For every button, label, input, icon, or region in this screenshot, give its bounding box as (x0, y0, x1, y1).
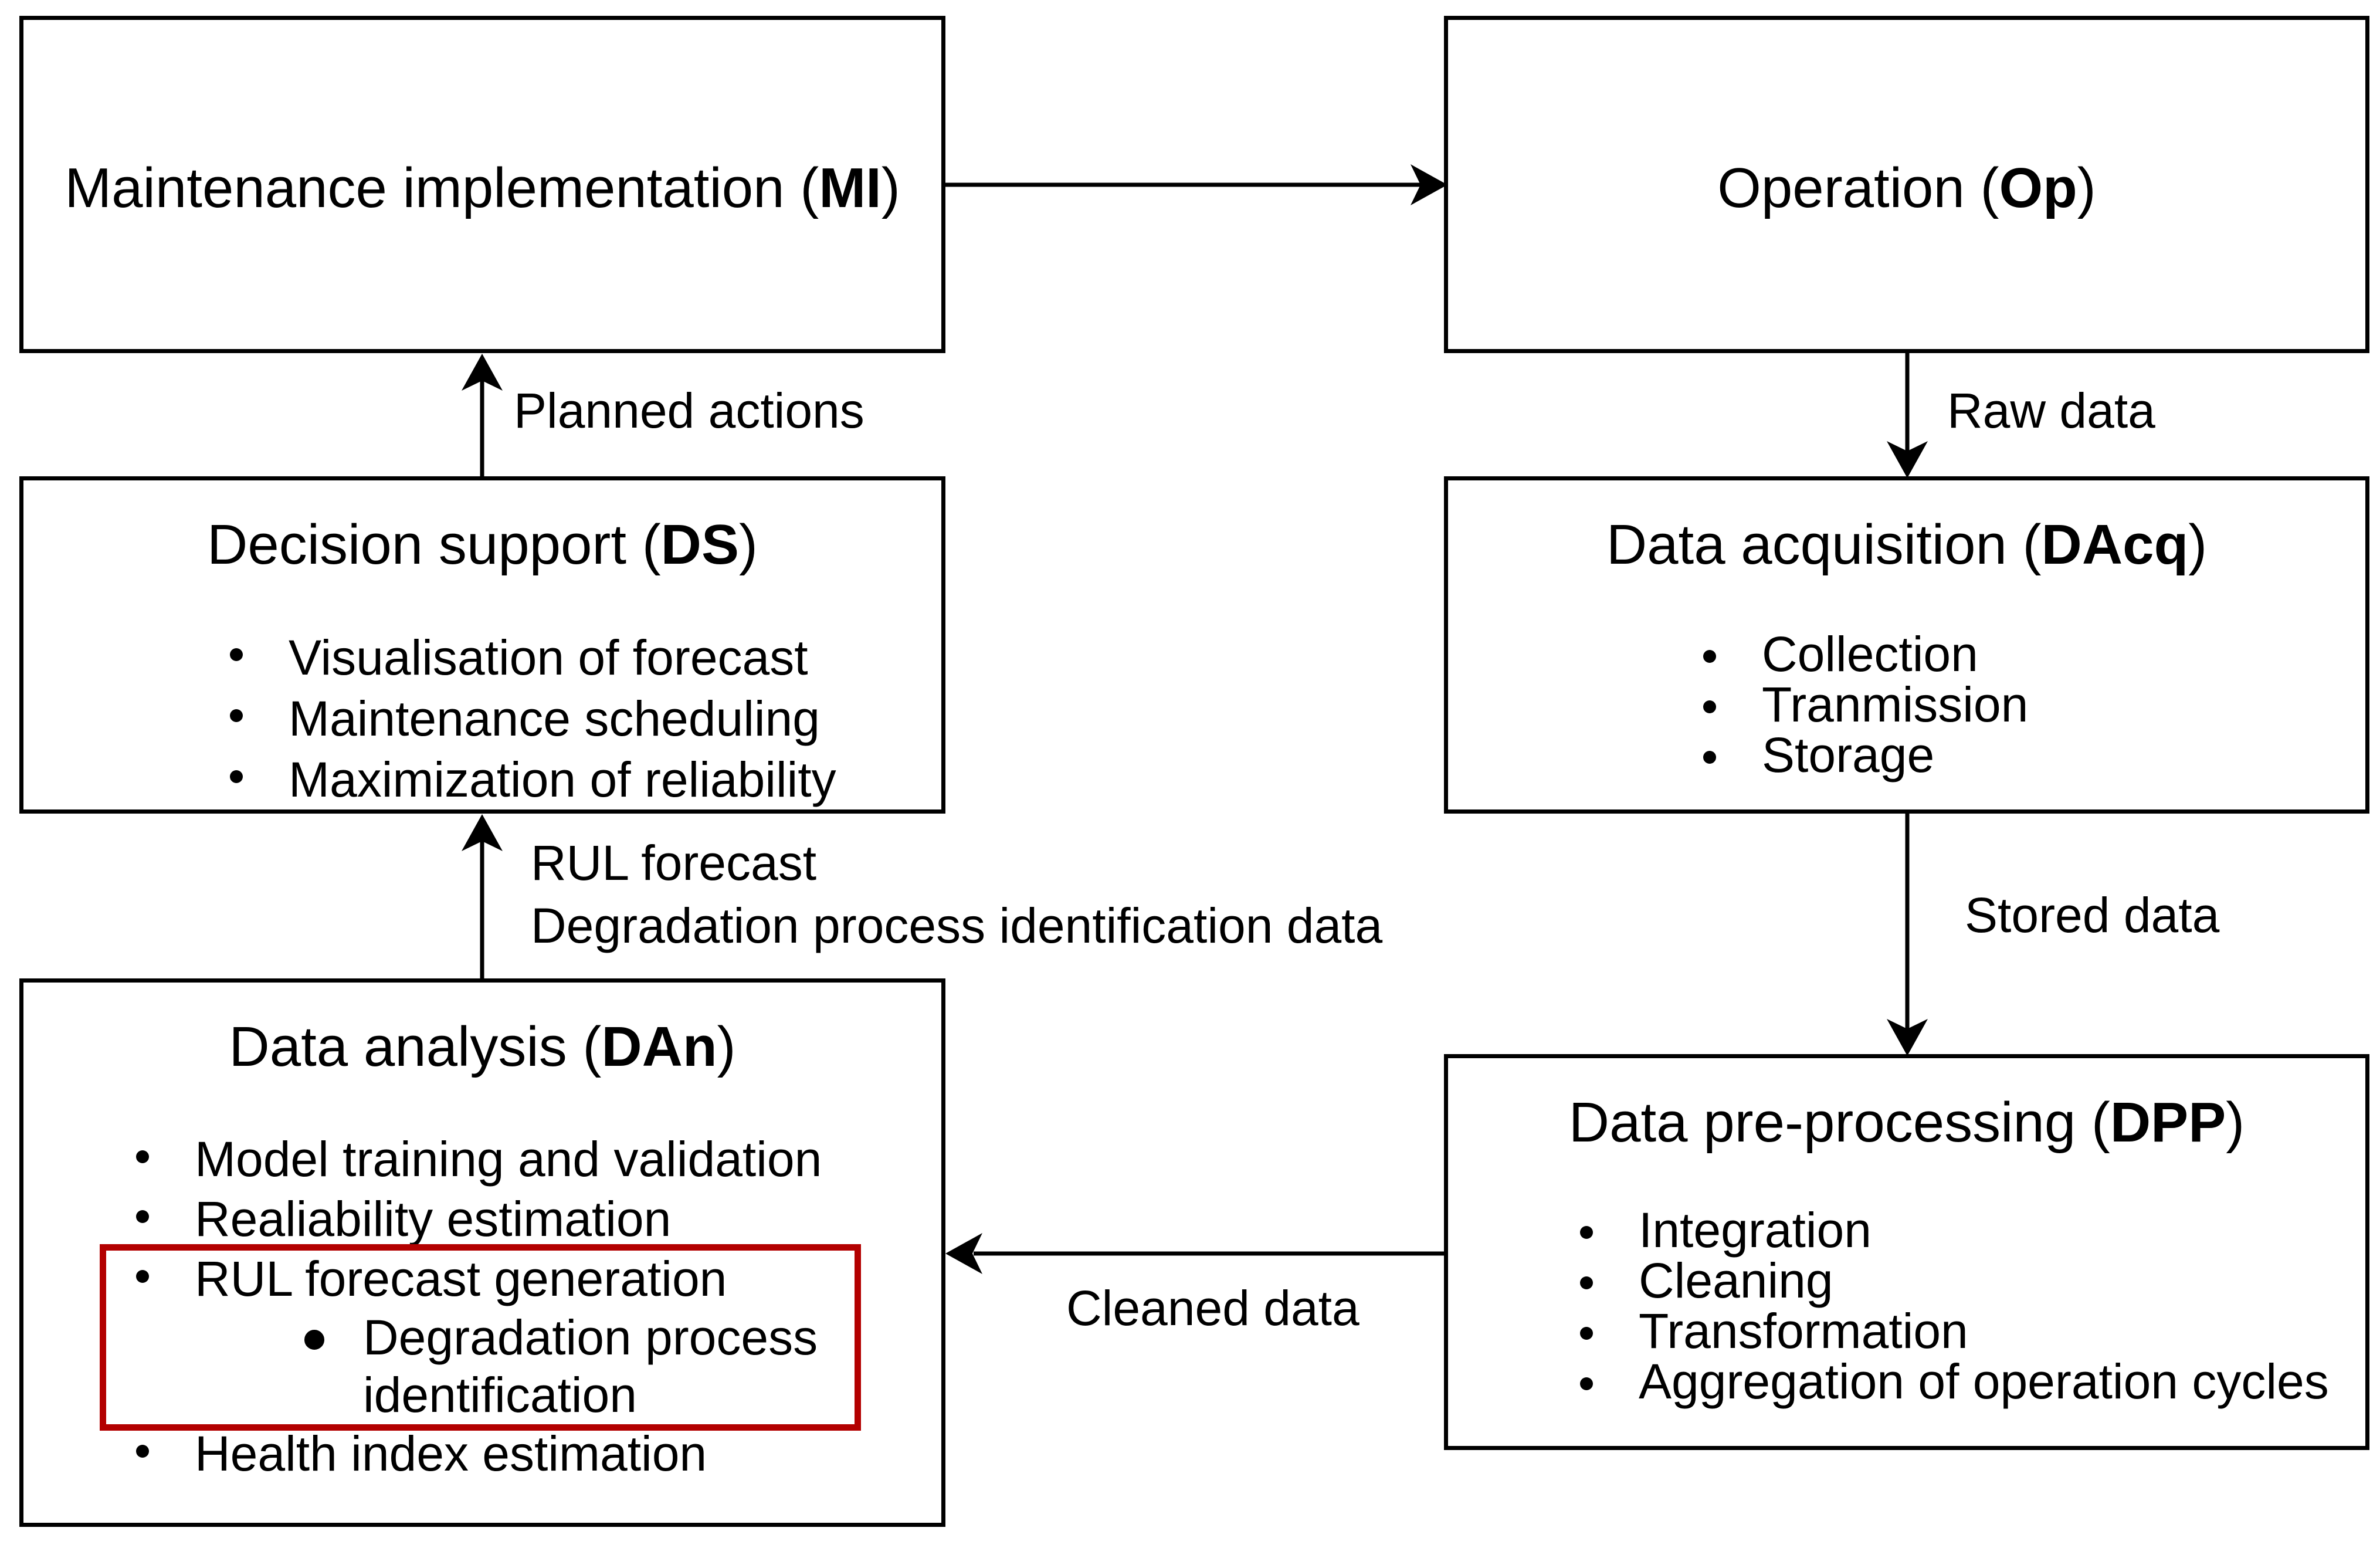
list-item: Integration (1580, 1205, 2329, 1255)
bullet-icon (1703, 700, 1716, 713)
list-item: Collection (1703, 629, 2028, 679)
bullet-icon (1580, 1377, 1593, 1390)
arrowhead-op (1411, 164, 1447, 205)
hollow-bullet-icon (304, 1330, 324, 1350)
dpp-items: Integration Cleaning Transformation Aggr… (1580, 1205, 2329, 1407)
box-decision-support: Decision support (DS) Visualisation of f… (19, 476, 945, 814)
dan-items: Model training and validation Realiabili… (136, 1129, 822, 1483)
arrowhead-ds (462, 814, 503, 851)
list-item: Aggregation of operation cycles (1580, 1356, 2329, 1407)
bullet-icon (136, 1210, 149, 1223)
list-item: Health index estimation (136, 1424, 822, 1483)
list-item: Tranmission (1703, 679, 2028, 730)
bullet-icon (1703, 751, 1716, 764)
arrowhead-dan (945, 1233, 982, 1274)
box-operation: Operation (Op) (1444, 16, 2369, 353)
box-title: Maintenance implementation (MI) (65, 157, 900, 219)
label-rul-forecast: RUL forecast (531, 835, 817, 890)
list-item: Maintenance scheduling (230, 688, 836, 749)
bullet-icon (136, 1270, 149, 1283)
box-maintenance-implementation: Maintenance implementation (MI) (19, 16, 945, 353)
box-title: Decision support (DS) (207, 513, 758, 576)
label-stored-data: Stored data (1965, 888, 2220, 943)
bullet-icon (1580, 1226, 1593, 1239)
list-item: Transformation (1580, 1306, 2329, 1356)
box-title: Data analysis (DAn) (229, 1015, 736, 1078)
list-item: RUL forecast generation (136, 1249, 822, 1309)
box-data-analysis: Data analysis (DAn) Model training and v… (19, 978, 945, 1527)
ds-items: Visualisation of forecast Maintenance sc… (230, 627, 836, 810)
box-data-acquisition: Data acquisition (DAcq) Collection Tranm… (1444, 476, 2369, 814)
highlight-box (100, 1244, 861, 1431)
list-item: Storage (1703, 730, 2028, 780)
list-item: Cleaning (1580, 1255, 2329, 1306)
bullet-icon (1580, 1276, 1593, 1289)
box-title: Data pre-processing (DPP) (1568, 1091, 2245, 1154)
bullet-icon (230, 648, 243, 661)
bullet-icon (230, 770, 243, 783)
label-raw-data: Raw data (1947, 383, 2155, 438)
list-item: Visualisation of forecast (230, 627, 836, 688)
label-cleaned-data: Cleaned data (1066, 1281, 1359, 1336)
arrowhead-dacq (1887, 441, 1928, 478)
label-planned-actions: Planned actions (514, 383, 864, 438)
box-title: Operation (Op) (1717, 157, 2096, 219)
list-item: Maximization of reliability (230, 749, 836, 810)
dacq-items: Collection Tranmission Storage (1703, 629, 2028, 780)
label-degradation-data: Degradation process identification data (531, 898, 1383, 953)
bullet-icon (136, 1150, 149, 1163)
box-data-preprocessing: Data pre-processing (DPP) Integration Cl… (1444, 1054, 2369, 1450)
bullet-icon (136, 1445, 149, 1458)
list-item: Realiability estimation (136, 1189, 822, 1249)
bullet-icon (1703, 650, 1716, 663)
arrowhead-dpp (1887, 1019, 1928, 1056)
bullet-icon (230, 709, 243, 722)
bullet-icon (1580, 1327, 1593, 1340)
box-title: Data acquisition (DAcq) (1606, 513, 2208, 576)
arrowhead-mi (462, 354, 503, 391)
list-item: Model training and validation (136, 1129, 822, 1189)
